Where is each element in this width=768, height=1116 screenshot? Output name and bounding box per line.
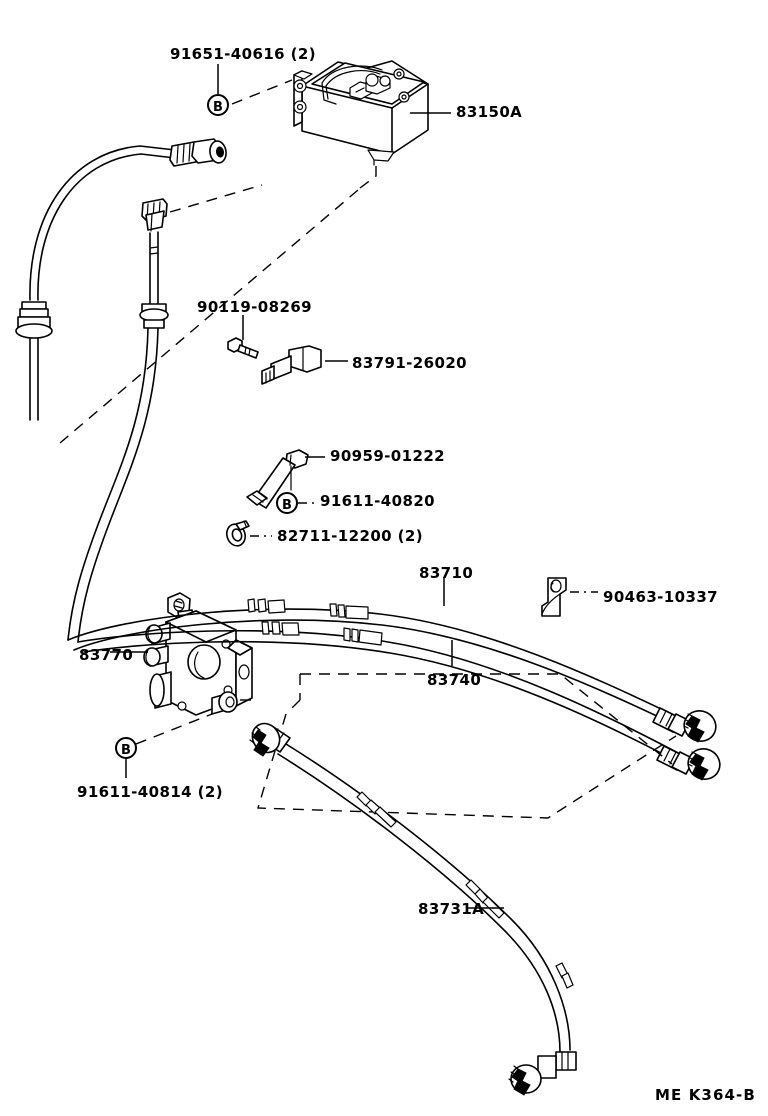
callout-90959-01222: 90959-01222 [330, 447, 445, 465]
callout-90119-08269: 90119-08269 [197, 298, 312, 316]
callout-83770: 83770 [79, 646, 134, 664]
part-82711-12200-clamp [225, 520, 272, 547]
cable-upper-left-1 [15, 138, 227, 421]
dash-assembly-4 [287, 699, 301, 713]
dash-connector-to-unit [169, 184, 263, 213]
callout-83791-26020: 83791-26020 [352, 354, 467, 372]
callout-83740: 83740 [427, 671, 482, 689]
cable-83731A [249, 722, 577, 1096]
callout-83710: 83710 [419, 564, 474, 582]
callout-83150A: 83150A [456, 103, 523, 121]
sheet-code: ME K364-B [655, 1086, 756, 1104]
callout-91611-40814: 91611-40814 (2) [77, 783, 223, 801]
callout-83731A: 83731A [418, 900, 485, 918]
callout-82711-12200: 82711-12200 (2) [277, 527, 423, 545]
callout-91611-40820: 91611-40820 [320, 492, 435, 510]
callout-91651-40616: 91651-40616 (2) [170, 45, 316, 63]
dash-long-diagonal [59, 189, 359, 444]
part-90119-08269-bolt [227, 315, 259, 359]
cable-83710 [67, 598, 717, 743]
cable-upper-left-2 [67, 198, 169, 643]
dash-bolt-to-housing [135, 713, 213, 745]
part-90959-01222-bracket [246, 449, 325, 509]
part-90463-10337-clamp [541, 577, 598, 617]
part-83791-26020-grommet [261, 345, 348, 385]
callout-90463-10337: 90463-10337 [603, 588, 718, 606]
dash-bolt-to-unit [231, 79, 293, 105]
dash-assembly-2 [300, 673, 673, 765]
part-83150A-control-unit [293, 60, 429, 166]
dash-unit-down [359, 166, 377, 189]
dash-assembly-5 [257, 713, 677, 819]
cable-83740 [77, 621, 721, 781]
